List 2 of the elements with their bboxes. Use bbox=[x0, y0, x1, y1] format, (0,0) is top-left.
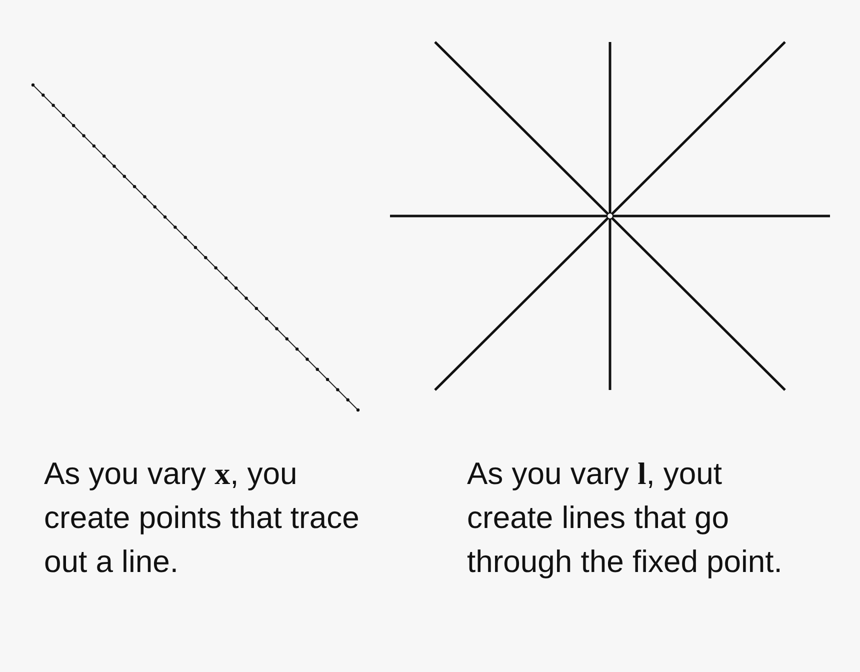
caption-text: As you vary x, you create points that trace out a line. bbox=[44, 455, 360, 581]
caption-text: As you vary l, yout create lines that go through the fixed point. bbox=[467, 455, 784, 581]
